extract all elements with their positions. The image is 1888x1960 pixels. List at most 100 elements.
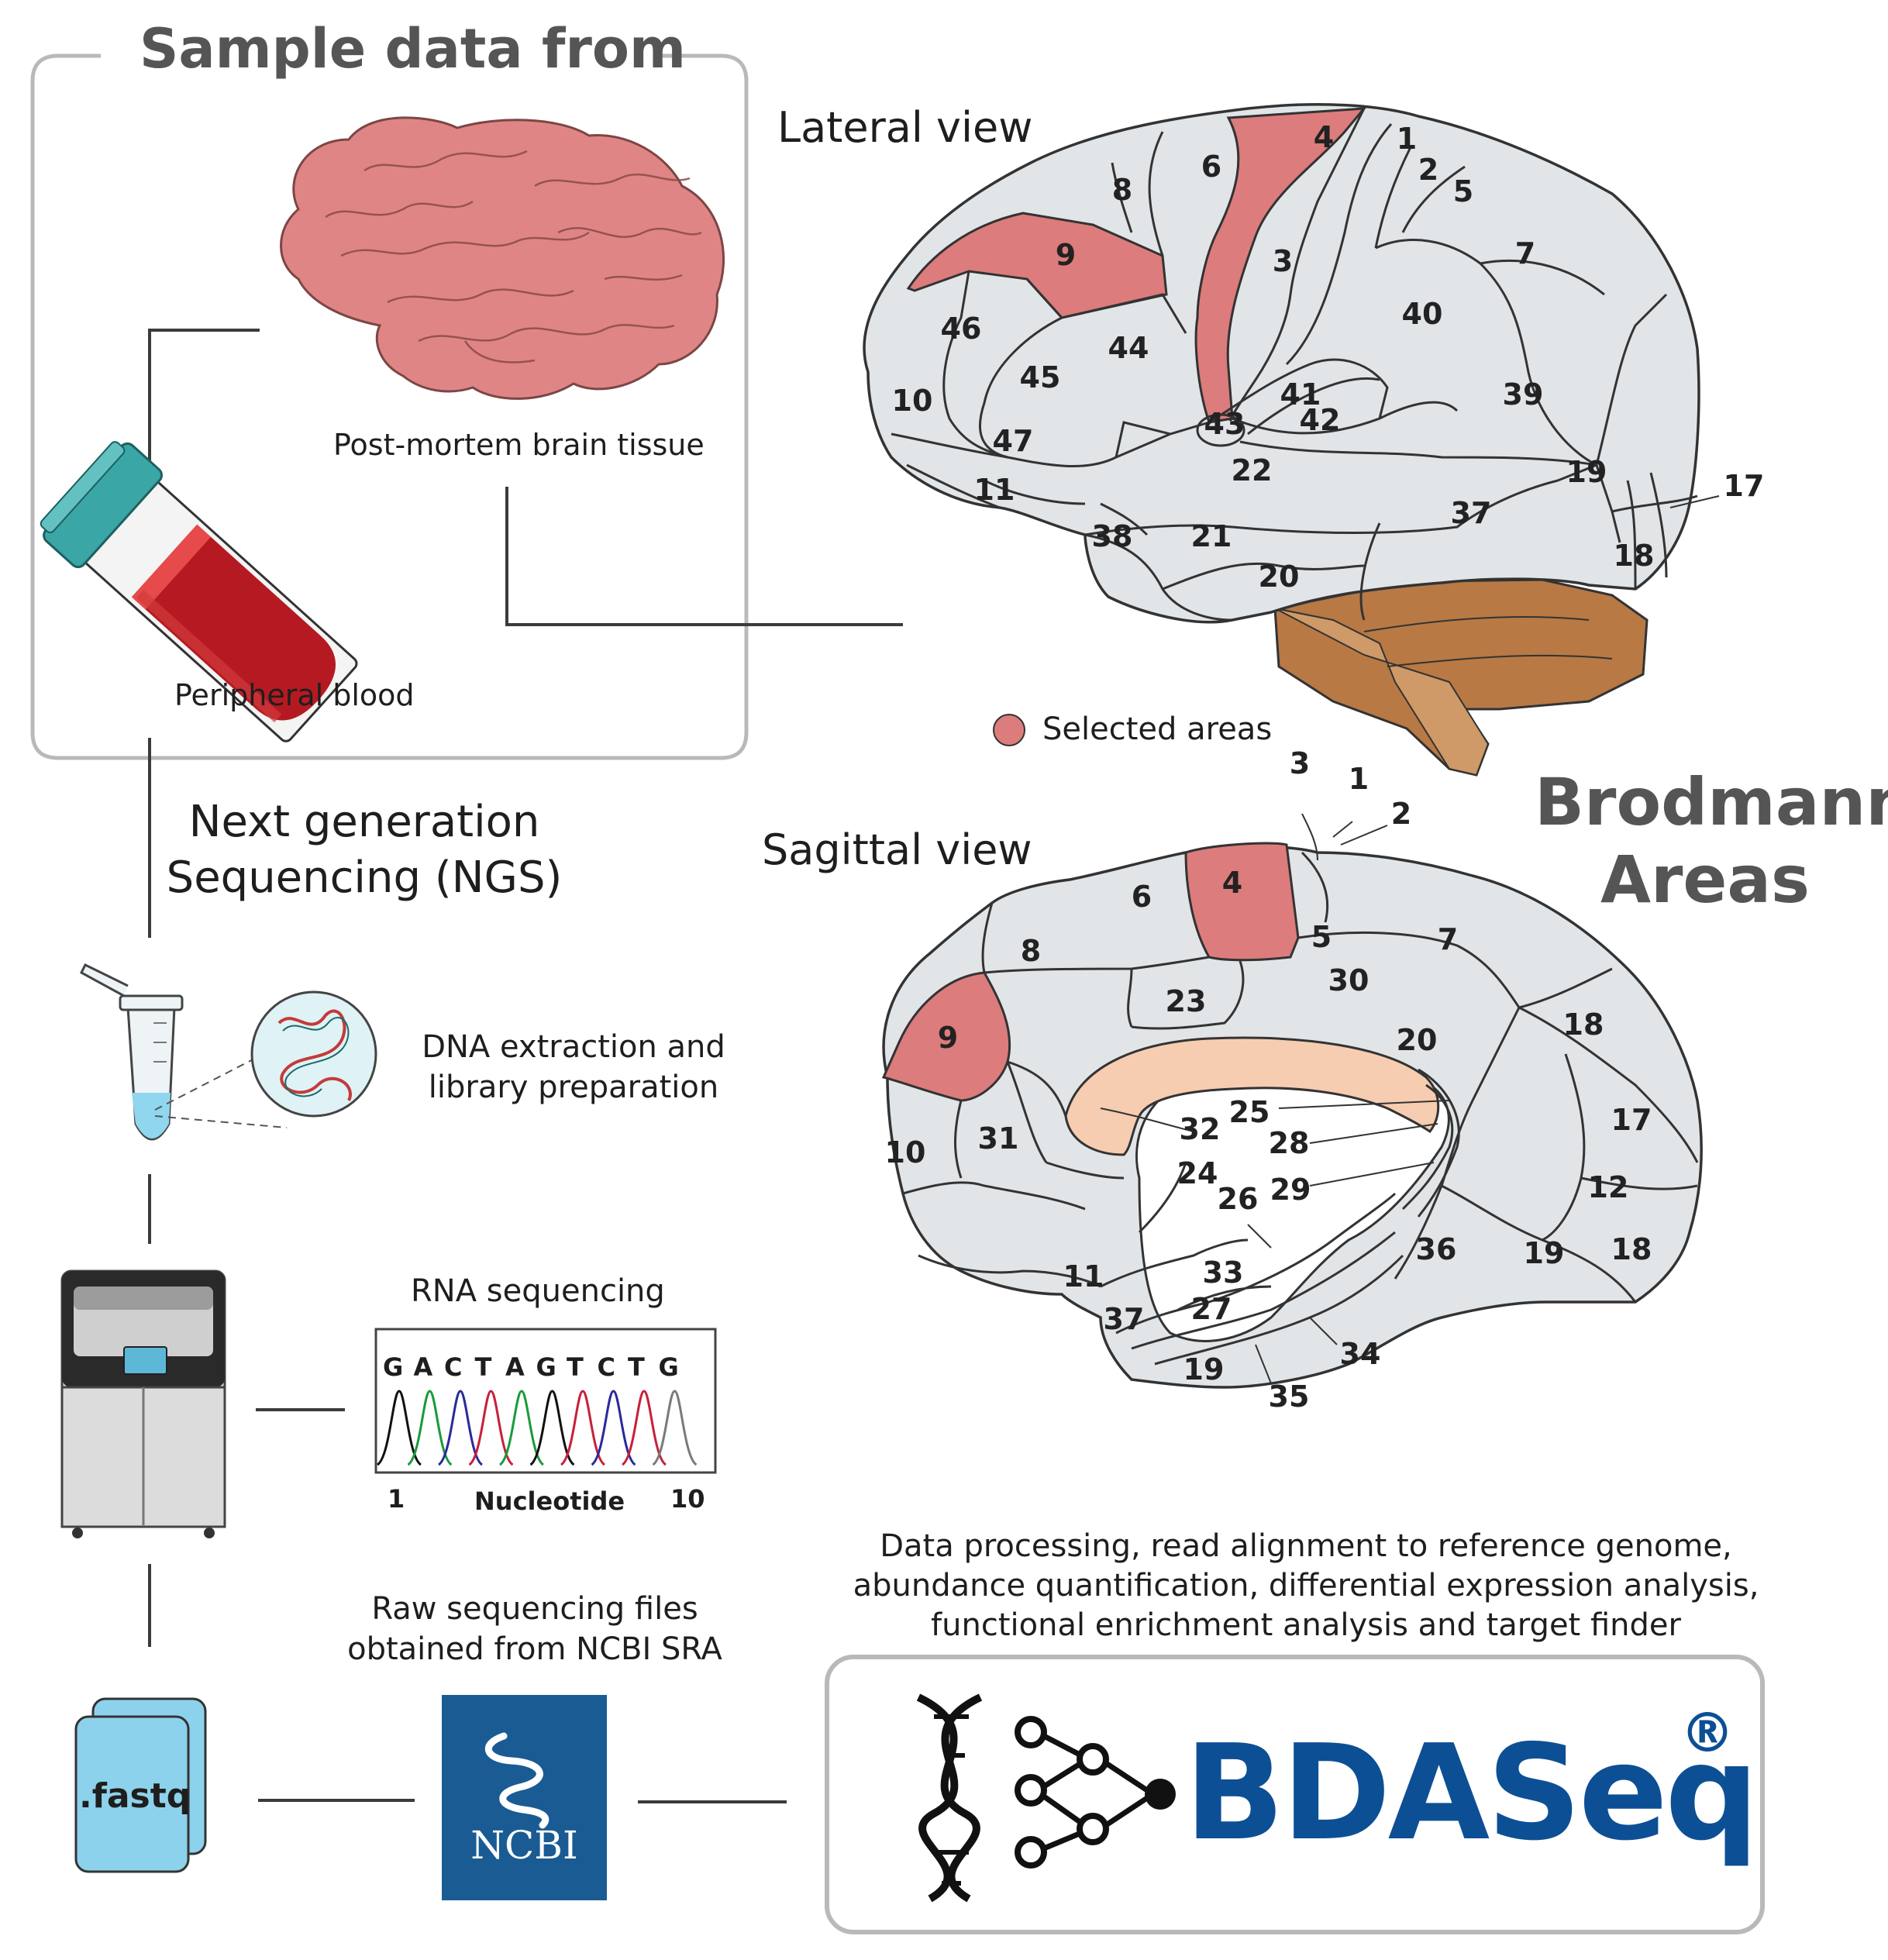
sagittal-area-11: 11: [1063, 1259, 1104, 1293]
lateral-area-7: 7: [1515, 236, 1535, 270]
sagittal-area-18: 18: [1563, 1008, 1604, 1042]
processing-line3: functional enrichment analysis and targe…: [931, 1607, 1681, 1643]
lateral-area-6: 6: [1201, 150, 1221, 184]
lateral-area-40: 40: [1402, 297, 1443, 331]
chromatogram-peak-5: [498, 1390, 545, 1466]
brain-tissue-icon: [280, 116, 725, 400]
nucleotide-axis-label: Nucleotide: [474, 1486, 625, 1516]
sagittal-area-8: 8: [1021, 934, 1041, 968]
panel-title: Sample data from: [140, 17, 686, 81]
dna-extraction-label: DNA extraction and library preparation: [403, 1027, 744, 1107]
lateral-area-38: 38: [1092, 519, 1133, 553]
bdaseq-name: BDASeq: [1184, 1717, 1759, 1870]
lateral-area-22: 22: [1232, 453, 1273, 487]
base-6: G: [536, 1352, 556, 1382]
dna-magnify-icon: [250, 990, 377, 1118]
brodmann-title-line2: Areas: [1600, 842, 1810, 918]
lateral-area-18: 18: [1614, 539, 1655, 573]
sagittal-area-27: 27: [1191, 1292, 1232, 1326]
lateral-area-1: 1: [1397, 122, 1417, 156]
lateral-area-42: 42: [1300, 403, 1341, 437]
chromatogram: [374, 1328, 717, 1474]
base-5: A: [505, 1352, 525, 1382]
base-1: G: [383, 1352, 404, 1382]
sagittal-area-20: 20: [1397, 1023, 1438, 1057]
base-7: T: [567, 1352, 584, 1382]
lateral-area-4: 4: [1314, 120, 1334, 154]
chromatogram-peak-1: [376, 1390, 422, 1466]
sagittal-area-9: 9: [938, 1021, 958, 1055]
processing-description: Data processing, read alignment to refer…: [849, 1527, 1763, 1645]
lateral-area-9: 9: [1056, 238, 1076, 272]
sagittal-area-35: 35: [1269, 1380, 1310, 1414]
nucleotide-axis-start: 1: [388, 1484, 405, 1514]
bdaseq-dna-network-icon: [916, 1693, 1176, 1903]
dna-label-line2: library preparation: [428, 1070, 719, 1105]
base-10: G: [658, 1352, 679, 1382]
processing-line1: Data processing, read alignment to refer…: [880, 1528, 1732, 1564]
sagittal-area-6: 6: [1132, 880, 1152, 914]
chromatogram-peak-9: [621, 1390, 667, 1466]
brain-tissue-label: Post-mortem brain tissue: [333, 428, 705, 462]
lateral-area-44: 44: [1108, 331, 1149, 365]
fastq-label: .fastq: [79, 1776, 191, 1816]
base-4: T: [474, 1352, 492, 1382]
processing-line2: abundance quantification, differential e…: [853, 1568, 1759, 1603]
lateral-area-41: 41: [1280, 377, 1321, 412]
chromatogram-peak-4: [468, 1390, 514, 1466]
legend-selected-dot: [993, 714, 1025, 746]
sagittal-area-25: 25: [1229, 1095, 1270, 1129]
bdaseq-frame: [825, 1655, 1765, 1934]
lateral-area-20: 20: [1259, 560, 1300, 594]
sagittal-area-10: 10: [885, 1135, 926, 1169]
bdaseq-registered-mark: ®: [1680, 1701, 1735, 1765]
chromatogram-peak-8: [591, 1390, 636, 1466]
lateral-area-10: 10: [892, 384, 933, 418]
sagittal-view-title: Sagittal view: [762, 825, 1032, 874]
sagittal-area-31: 31: [978, 1121, 1019, 1156]
lateral-area-3: 3: [1273, 244, 1293, 278]
rna-sequencing-title: RNA sequencing: [411, 1273, 665, 1309]
sagittal-area-29: 29: [1270, 1173, 1311, 1207]
ncbi-logo: [442, 1695, 607, 1900]
sagittal-area-24: 24: [1177, 1156, 1218, 1190]
sagittal-brain-diagram: [881, 813, 1703, 1389]
base-2: A: [413, 1352, 433, 1382]
raw-files-label: Raw sequencing files obtained from NCBI …: [341, 1589, 729, 1669]
sagittal-area-19: 19: [1524, 1236, 1565, 1270]
brodmann-title-line1: Brodmann: [1535, 764, 1888, 840]
sagittal-area-12: 12: [1588, 1170, 1629, 1204]
sagittal-area-30: 30: [1328, 963, 1369, 997]
raw-files-line1: Raw sequencing files: [371, 1591, 698, 1627]
sagittal-area-26: 26: [1218, 1182, 1259, 1216]
sagittal-area-7: 7: [1438, 922, 1458, 956]
chromatogram-peak-7: [560, 1390, 606, 1466]
lateral-area-45: 45: [1020, 360, 1061, 394]
sagittal-area-1: 1: [1349, 762, 1369, 796]
ngs-label-line1: Next generation: [188, 797, 540, 847]
lateral-area-17: 17: [1724, 469, 1765, 503]
lateral-area-21: 21: [1191, 519, 1232, 553]
sagittal-area-23: 23: [1166, 984, 1207, 1018]
ncbi-label: NCBI: [470, 1823, 578, 1868]
sagittal-area-33: 33: [1203, 1256, 1244, 1290]
lateral-area-39: 39: [1503, 377, 1544, 412]
sagittal-area-32: 32: [1180, 1112, 1221, 1146]
sagittal-area-17: 17: [1611, 1103, 1652, 1137]
lateral-area-8: 8: [1112, 173, 1132, 207]
blood-label: Peripheral blood: [174, 678, 415, 712]
lateral-area-2: 2: [1418, 153, 1438, 187]
chromatogram-peaks: [376, 1390, 698, 1466]
nucleotide-axis-end: 10: [670, 1484, 705, 1514]
ngs-label-line2: Sequencing (NGS): [166, 853, 563, 903]
sagittal-area-34: 34: [1340, 1337, 1381, 1371]
sample-panel-frame: [30, 53, 749, 760]
lateral-area-19: 19: [1566, 455, 1607, 489]
lateral-area-43: 43: [1204, 407, 1245, 441]
base-8: C: [597, 1352, 615, 1382]
raw-files-line2: obtained from NCBI SRA: [347, 1631, 722, 1667]
lateral-area-37: 37: [1451, 496, 1492, 530]
